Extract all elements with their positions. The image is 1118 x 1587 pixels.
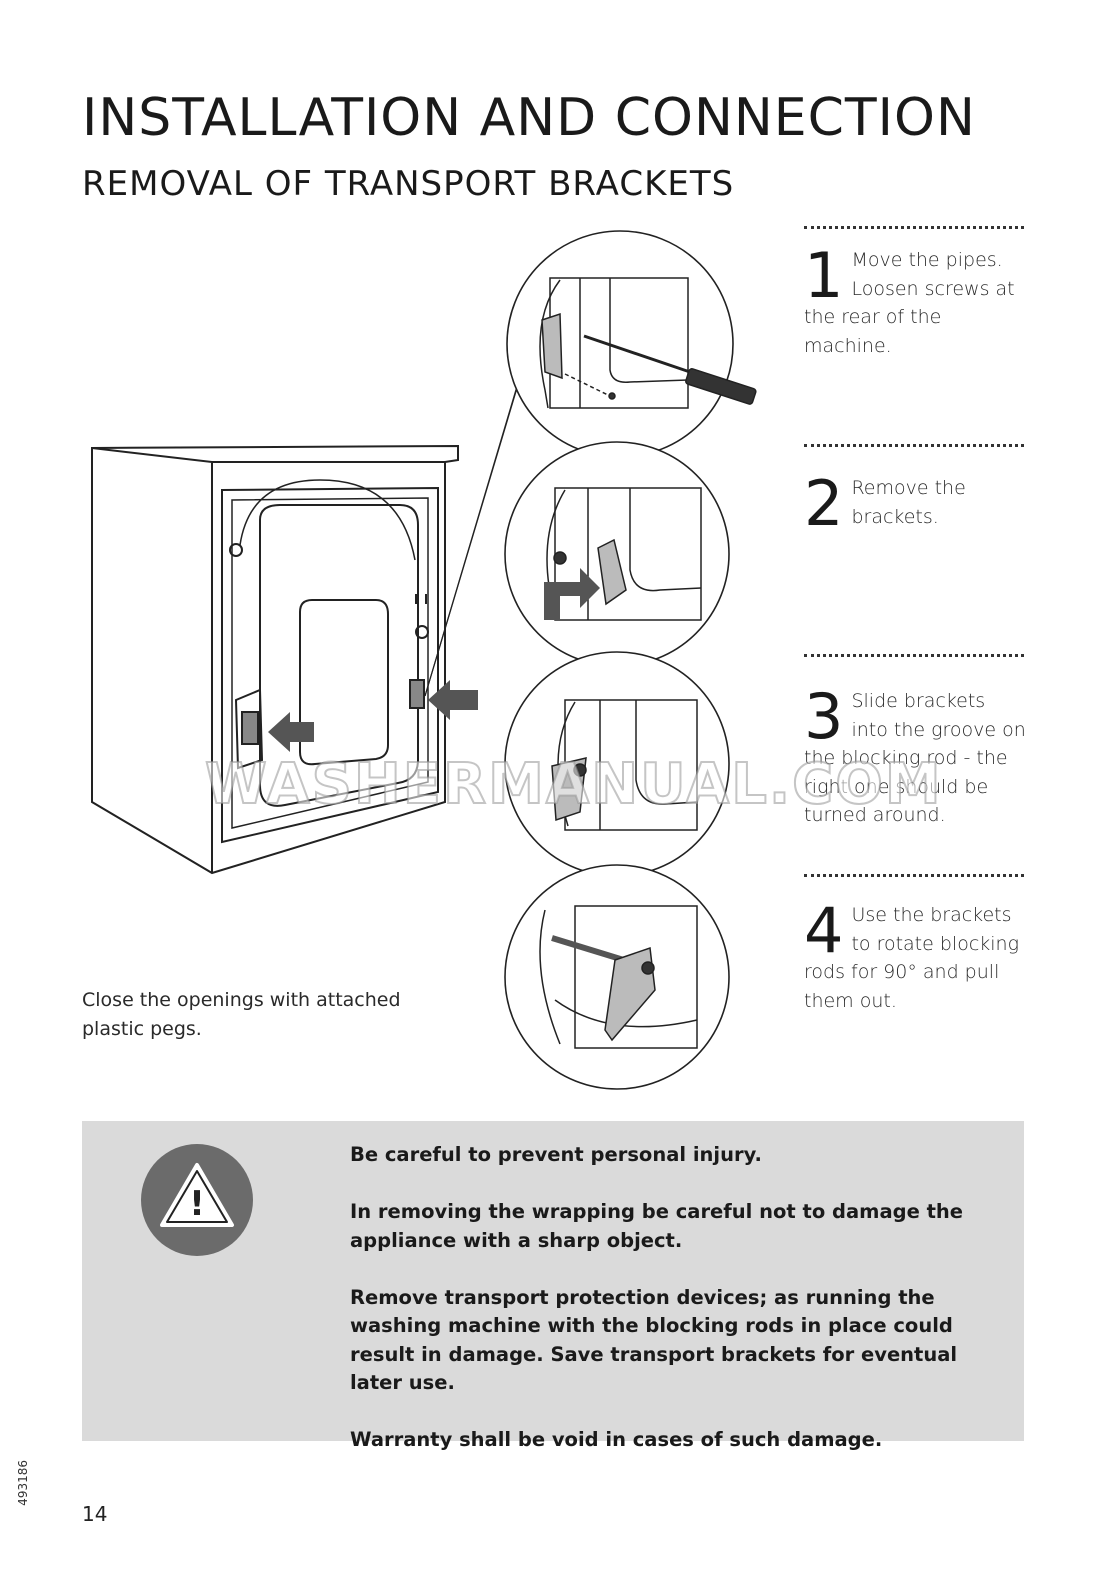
step-divider bbox=[804, 654, 1024, 657]
detail-step-4 bbox=[539, 905, 698, 1049]
warning-glyph: ! bbox=[189, 1184, 205, 1224]
detail-step-3 bbox=[551, 699, 698, 831]
warning-text: Be careful to prevent personal injury. I… bbox=[350, 1141, 1010, 1455]
detail-step-1 bbox=[539, 277, 757, 409]
washing-machine-rear-drawing bbox=[91, 444, 459, 875]
warning-paragraph: Remove transport protection devices; as … bbox=[350, 1285, 958, 1395]
bend-arrow-icon bbox=[544, 568, 600, 620]
step-number: 2 bbox=[804, 467, 844, 540]
step-number: 3 bbox=[804, 680, 844, 753]
watermark: WASHERMANUAL.COM bbox=[204, 751, 943, 818]
page-number: 14 bbox=[82, 1502, 108, 1526]
step-number: 4 bbox=[804, 894, 844, 967]
step-divider bbox=[804, 444, 1024, 447]
arrow-left-icon bbox=[268, 712, 314, 752]
step-3: 3 Slide brackets into the groove on the … bbox=[804, 680, 1026, 830]
step-text: Remove the brackets. bbox=[851, 477, 966, 528]
side-note: Close the openings with attached plastic… bbox=[82, 989, 401, 1040]
warning-paragraph: Warranty shall be void in cases of such … bbox=[350, 1428, 883, 1451]
warning-paragraph: Be careful to prevent personal injury. bbox=[350, 1143, 762, 1166]
page-title: INSTALLATION AND CONNECTION bbox=[82, 88, 976, 148]
step-text: Slide brackets into the groove on the bl… bbox=[804, 690, 1026, 826]
step-number: 1 bbox=[804, 239, 844, 312]
step-text: Move the pipes. Loosen screws at the rea… bbox=[804, 249, 1015, 357]
document-code: 493186 bbox=[16, 1460, 30, 1506]
detail-circles bbox=[504, 230, 734, 1090]
step-divider bbox=[804, 226, 1024, 229]
warning-paragraph: In removing the wrapping be careful not … bbox=[350, 1200, 964, 1252]
section-subtitle: REMOVAL OF TRANSPORT BRACKETS bbox=[82, 164, 735, 204]
step-4: 4 Use the brackets to rotate blocking ro… bbox=[804, 894, 1026, 1015]
warning-triangle-icon: ! bbox=[141, 1144, 253, 1256]
step-2: 2 Remove the brackets. bbox=[804, 467, 1004, 540]
arrow-left-icon bbox=[428, 680, 478, 720]
step-1: 1 Move the pipes. Loosen screws at the r… bbox=[804, 239, 1026, 360]
step-text: Use the brackets to rotate blocking rods… bbox=[804, 904, 1019, 1012]
step-divider bbox=[804, 874, 1024, 877]
